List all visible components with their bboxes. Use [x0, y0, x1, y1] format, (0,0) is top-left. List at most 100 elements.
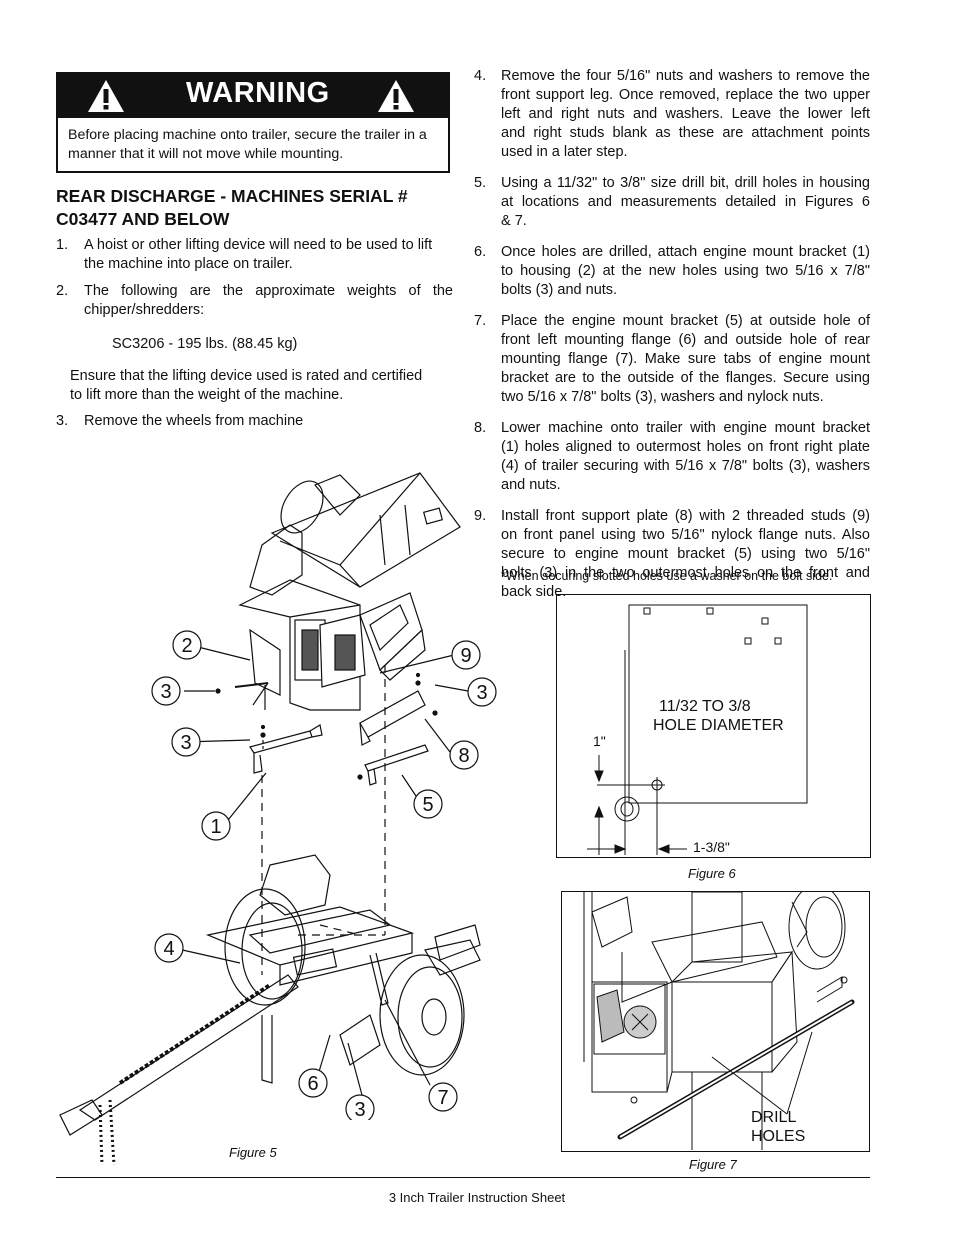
dimension-horizontal: 1-3/8" [693, 839, 730, 855]
step-text: The following are the approximate weight… [84, 283, 453, 299]
housing-front [671, 981, 773, 1073]
figure-6: 11/32 TO 3/8 HOLE DIAMETER 1" 1-3/8" [556, 594, 871, 858]
warning-triangle-icon [88, 80, 124, 112]
step-text: two 5/16 x 7/8" bolts (3), washers and n… [501, 389, 824, 405]
note: *When securing slotted holes use a washe… [501, 569, 833, 583]
step-text: Install front support plate (8) with 2 t… [501, 508, 870, 524]
section-heading: REAR DISCHARGE - MACHINES SERIAL # C0347… [56, 185, 456, 231]
step-number: 8. [474, 420, 487, 436]
housing-shape [238, 579, 361, 711]
fender-left-shape [259, 854, 331, 916]
step-text: secure to engine mount bracket (5) using… [501, 546, 870, 562]
hole-diameter-label: 11/32 TO 3/8 HOLE DIAMETER [653, 697, 784, 735]
step-text: A hoist or other lifting device will nee… [84, 237, 433, 253]
footer-rule [56, 1177, 870, 1178]
step-text: Place the engine mount bracket (5) at ou… [501, 313, 870, 329]
callout-4: 4 [163, 938, 174, 960]
step-text: and nuts. [501, 477, 561, 493]
step-text: Using a 11/32" to 3/8" size drill bit, d… [501, 175, 870, 191]
hopper-shape [270, 472, 461, 588]
step-3: 3. Remove the wheels from machine [56, 412, 456, 432]
wheel-right-shape [379, 954, 465, 1076]
wheel-left-shape [224, 888, 306, 1006]
ensure-paragraph: Ensure that the lifting device used is r… [70, 367, 460, 405]
step-number: 6. [474, 244, 487, 260]
step-text: & 7. [501, 213, 527, 229]
warning-triangle-icon [378, 80, 414, 112]
step-text: Remove the four 5/16" nuts and washers t… [501, 68, 870, 84]
step-text: back side. [501, 584, 567, 600]
warning-title: WARNING [186, 77, 330, 109]
step-text: at locations and measurements detailed i… [501, 194, 870, 210]
figure-5-drawing [59, 472, 481, 1165]
step-2: 2. The following are the approximate wei… [56, 282, 456, 322]
step-text: to housing (2) at the new holes using tw… [501, 263, 870, 279]
step-text: Remove the wheels from machine [84, 413, 304, 429]
step-number: 1. [56, 237, 69, 253]
hole-diameter-line1: 11/32 TO 3/8 [659, 698, 751, 715]
step-text: bracket are to the outside of the flange… [501, 370, 870, 386]
callout-1: 1 [210, 816, 221, 838]
step-text: the machine into place on trailer. [84, 256, 293, 272]
callout-6: 6 [307, 1073, 318, 1095]
step-number: 3. [56, 413, 69, 429]
step-number: 7. [474, 313, 487, 329]
step-text: Lower machine onto trailer with engine m… [501, 420, 870, 436]
drill-holes-label: DRILL HOLES [751, 1108, 805, 1146]
panel-outline [628, 604, 808, 804]
callout-3: 3 [476, 682, 487, 704]
figure-7-caption: Figure 7 [689, 1157, 737, 1172]
fender-right-shape [434, 924, 481, 961]
step-text: mounting flange (7). Make sure tabs of e… [501, 351, 870, 367]
figure-6-caption: Figure 6 [688, 866, 736, 881]
callout-5: 5 [422, 794, 433, 816]
step-1: 1. A hoist or other lifting device will … [56, 236, 456, 276]
step-text: left and right nuts and washers. Leave t… [501, 106, 870, 122]
step-number: 9. [474, 508, 487, 524]
step-text: and right studs blank as these are attac… [501, 125, 870, 141]
step-text: (4) of trailer securing with 5/16 x 7/8"… [501, 458, 870, 474]
drill-holes-line2: HOLES [751, 1128, 806, 1145]
figure-7-drawing [583, 892, 855, 1150]
callout-3: 3 [180, 732, 191, 754]
engine-shape [249, 524, 303, 596]
figure-5-callouts: 2 3 3 1 4 6 3 7 9 3 8 5 [151, 630, 497, 1120]
step-text: chipper/shredders: [84, 302, 205, 318]
step-text: front support leg. Once removed, replace… [501, 87, 870, 103]
callout-7: 7 [437, 1087, 448, 1109]
step-text: used in a later step. [501, 144, 628, 160]
figure-6-drawing [587, 604, 808, 855]
ensure-text: to lift more than the weight of the mach… [70, 387, 344, 403]
figure-5-caption: Figure 5 [229, 1145, 277, 1160]
step-text: Once holes are drilled, attach engine mo… [501, 244, 870, 260]
step-text: bolts (3) in the two outermost holes on … [501, 565, 870, 581]
plate-8-shape [359, 690, 426, 738]
warning-text: Before placing machine onto trailer, sec… [68, 127, 427, 162]
section-heading-line2: C03477 AND BELOW [56, 209, 230, 229]
step-text: bolts (3) and nuts. [501, 282, 618, 298]
step-number: 2. [56, 283, 69, 299]
muffler-shape [280, 480, 324, 534]
callout-2: 2 [181, 635, 192, 657]
bracket-5-shape [364, 744, 429, 772]
hole-diameter-line2: HOLE DIAMETER [653, 717, 784, 734]
section-heading-line1: REAR DISCHARGE - MACHINES SERIAL # [56, 186, 408, 206]
step-text: (1) holes aligned to outermost holes on … [501, 439, 870, 455]
step-number: 5. [474, 175, 487, 191]
hitch-coupler-shape [59, 1099, 103, 1136]
step-number: 4. [474, 68, 487, 84]
step-text: front left mounting flange (6) and outsi… [501, 332, 870, 348]
weight-spec: SC3206 - 195 lbs. (88.45 kg) [112, 336, 298, 352]
footer-text: 3 Inch Trailer Instruction Sheet [388, 1190, 566, 1205]
callout-3: 3 [354, 1099, 365, 1120]
drill-holes-line1: DRILL [751, 1109, 797, 1126]
callout-8: 8 [458, 745, 469, 767]
figure-7: DRILL HOLES [561, 891, 870, 1152]
warning-box: WARNING Before placing machine onto trai… [56, 72, 450, 173]
callout-9: 9 [460, 645, 471, 667]
callout-3: 3 [160, 681, 171, 703]
warning-header: WARNING [58, 74, 448, 118]
dimension-vertical: 1" [593, 733, 606, 749]
ensure-text: Ensure that the lifting device used is r… [70, 368, 423, 384]
step-text: on front panel using two 5/16" nylock fl… [501, 527, 870, 543]
